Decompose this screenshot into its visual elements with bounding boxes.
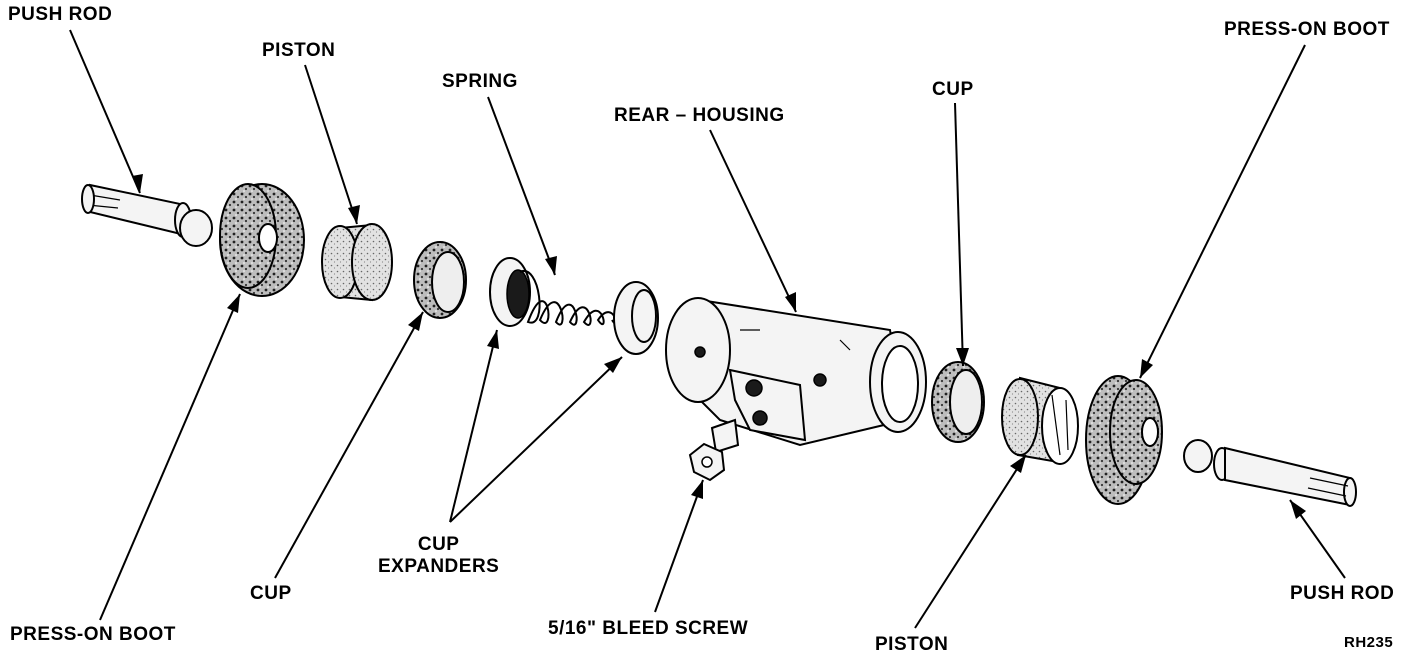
label-press-on-boot-top: PRESS-ON BOOT (1224, 19, 1390, 40)
cup-right (931, 361, 985, 443)
press-on-boot-right (1085, 375, 1163, 505)
press-on-boot-left (219, 183, 305, 297)
bleed-screw (688, 418, 740, 482)
label-push-rod-left: PUSH ROD (8, 4, 113, 25)
leader-lines (69, 29, 1346, 629)
figure-code: RH235 (1344, 634, 1394, 651)
push-rod-left (81, 183, 213, 247)
label-cup-top: CUP (932, 79, 974, 100)
piston-right (1001, 376, 1079, 465)
label-bleed-screw: 5/16" BLEED SCREW (548, 618, 749, 639)
rear-housing (665, 297, 927, 447)
label-push-rod-right: PUSH ROD (1290, 583, 1395, 604)
spring (519, 270, 618, 326)
label-press-on-boot-bottom: PRESS-ON BOOT (10, 624, 176, 645)
cup-left (413, 241, 467, 319)
cup-expander-left (489, 257, 531, 327)
label-rear-housing: REAR – HOUSING (614, 105, 785, 126)
label-spring: SPRING (442, 71, 518, 92)
label-cup-expanders: CUP EXPANDERS (378, 534, 500, 577)
label-piston-top: PISTON (262, 40, 336, 61)
piston-left (321, 223, 393, 302)
push-rod-right (1183, 439, 1357, 507)
label-piston-bottom: PISTON (875, 634, 949, 655)
cup-expander-right (613, 281, 659, 355)
label-cup-bottom: CUP (250, 583, 292, 604)
